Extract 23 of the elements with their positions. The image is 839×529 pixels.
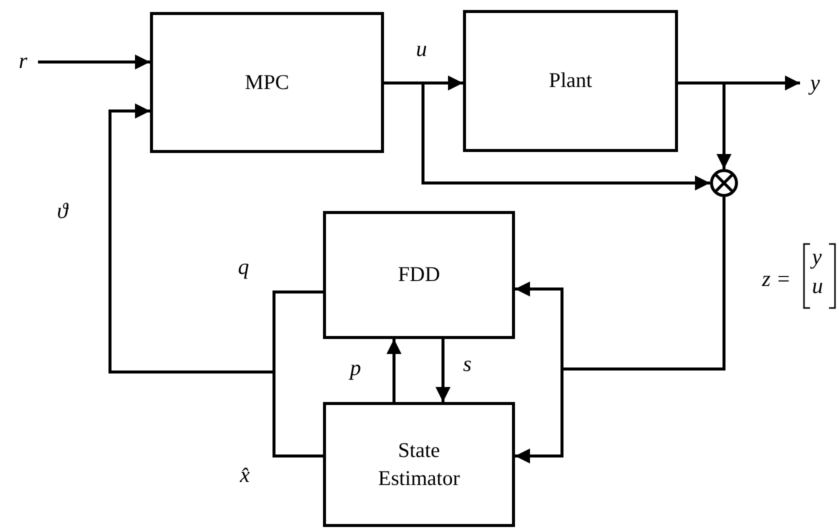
signal-label: q — [238, 256, 249, 278]
arrow — [678, 82, 732, 169]
arrow — [384, 82, 710, 190]
arrow — [436, 339, 450, 402]
edge-label: u — [416, 38, 427, 60]
matrix-entry: u — [812, 275, 823, 297]
process-box: MPC — [150, 12, 384, 153]
signal-label: z = — [762, 268, 791, 290]
signal-label: r — [8, 46, 38, 76]
arrow — [38, 54, 150, 70]
signal-label: x̂ — [240, 464, 250, 486]
process-box: State Estimator — [323, 402, 515, 527]
signal-label: y — [800, 68, 830, 98]
arrow — [386, 339, 402, 402]
arrow — [108, 104, 323, 458]
summing-junction — [710, 169, 738, 197]
matrix-entry: y — [812, 246, 822, 268]
process-box: Plant — [463, 10, 678, 152]
arrow — [515, 197, 726, 464]
edge-label: p — [350, 357, 361, 379]
process-box: FDD — [323, 211, 515, 339]
edge-label: s — [463, 353, 472, 375]
signal-label: ϑ — [57, 200, 68, 222]
